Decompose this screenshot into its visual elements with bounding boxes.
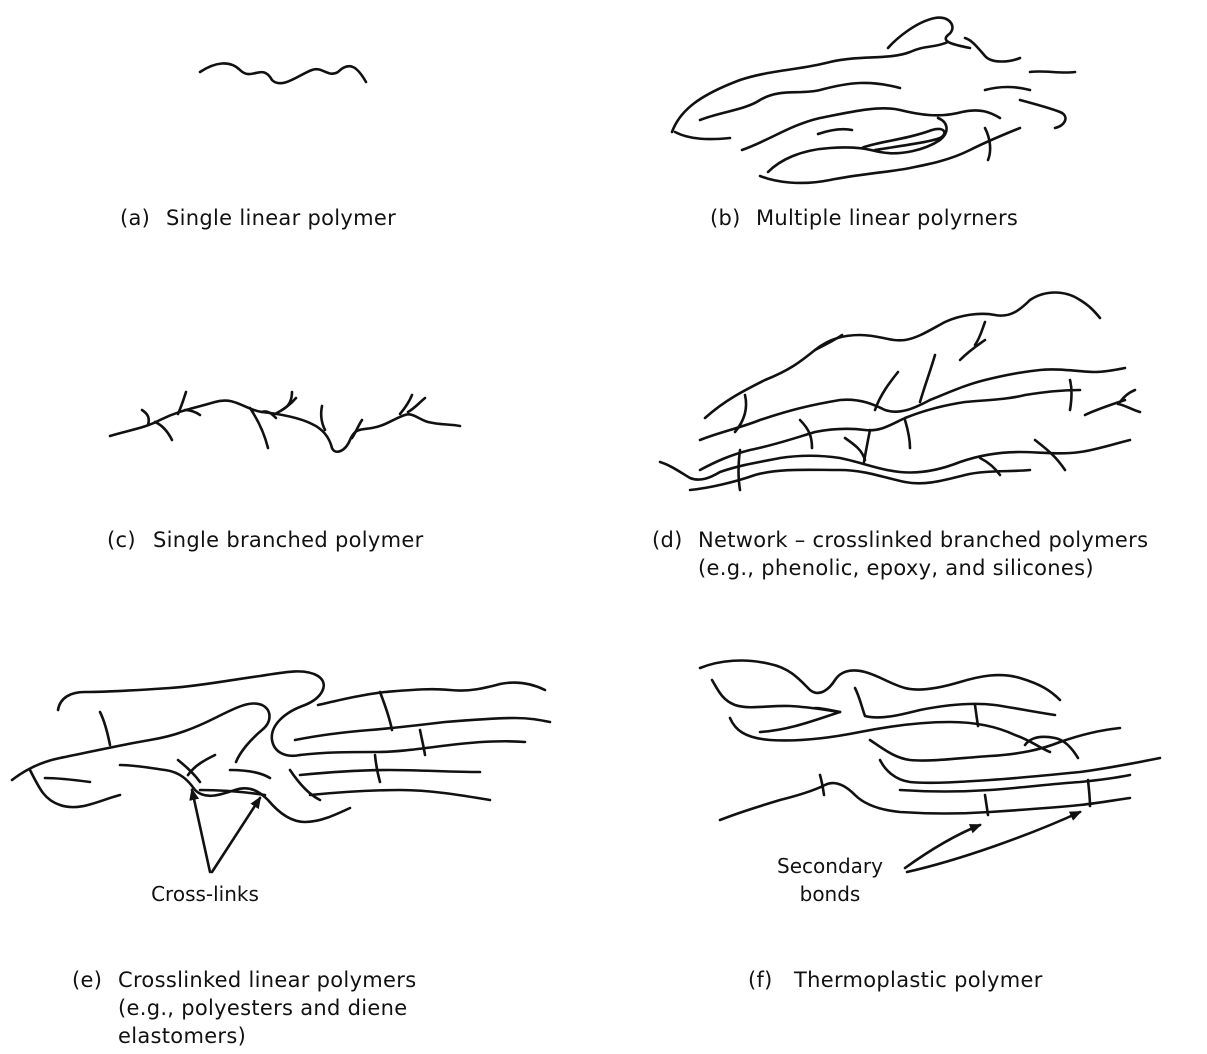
cross-links-label: Cross-links [125, 880, 285, 908]
secondary-bond-arrow-right [907, 812, 1080, 872]
caption-a-text: Single linear polymer [166, 206, 396, 230]
caption-c-letter: (c) [107, 526, 153, 554]
crosslinked-linear-polymers-drawing [12, 671, 550, 872]
caption-e-text-2: (e.g., polyesters and diene [72, 994, 416, 1022]
caption-e-letter: (e) [72, 966, 118, 994]
caption-f-text: Thermoplastic polymer [794, 968, 1043, 992]
single-branched-polymer-drawing [110, 392, 460, 452]
caption-b-letter: (b) [710, 204, 756, 232]
caption-d-text: Network – crosslinked branched polymers [698, 528, 1148, 552]
secondary-bonds-label-line2: bonds [755, 880, 905, 908]
caption-b: (b)Multiple linear polyrners [710, 204, 1018, 232]
caption-d-text-2: (e.g., phenolic, epoxy, and silicones) [652, 554, 1148, 582]
caption-c-text: Single branched polymer [153, 528, 424, 552]
secondary-bonds-label: Secondary bonds [755, 852, 905, 908]
caption-f: (f)Thermoplastic polymer [748, 966, 1043, 994]
network-crosslinked-polymers-drawing [660, 293, 1140, 491]
caption-e-text-3: elastomers) [72, 1022, 416, 1050]
caption-b-text: Multiple linear polyrners [756, 206, 1018, 230]
caption-a: (a)Single linear polymer [120, 204, 396, 232]
caption-d: (d)Network – crosslinked branched polyme… [652, 526, 1148, 582]
caption-e-text: Crosslinked linear polymers [118, 968, 416, 992]
caption-c: (c)Single branched polymer [107, 526, 424, 554]
cross-link-arrow-right [212, 798, 260, 872]
caption-a-letter: (a) [120, 204, 166, 232]
caption-e: (e)Crosslinked linear polymers (e.g., po… [72, 966, 416, 1050]
multiple-linear-polymers-drawing [672, 18, 1075, 183]
single-linear-polymer-drawing [200, 63, 366, 83]
thermoplastic-polymer-drawing [700, 661, 1160, 872]
cross-link-arrow-left [192, 790, 210, 872]
caption-d-letter: (d) [652, 526, 698, 554]
caption-f-letter: (f) [748, 966, 794, 994]
secondary-bonds-label-line1: Secondary [755, 852, 905, 880]
